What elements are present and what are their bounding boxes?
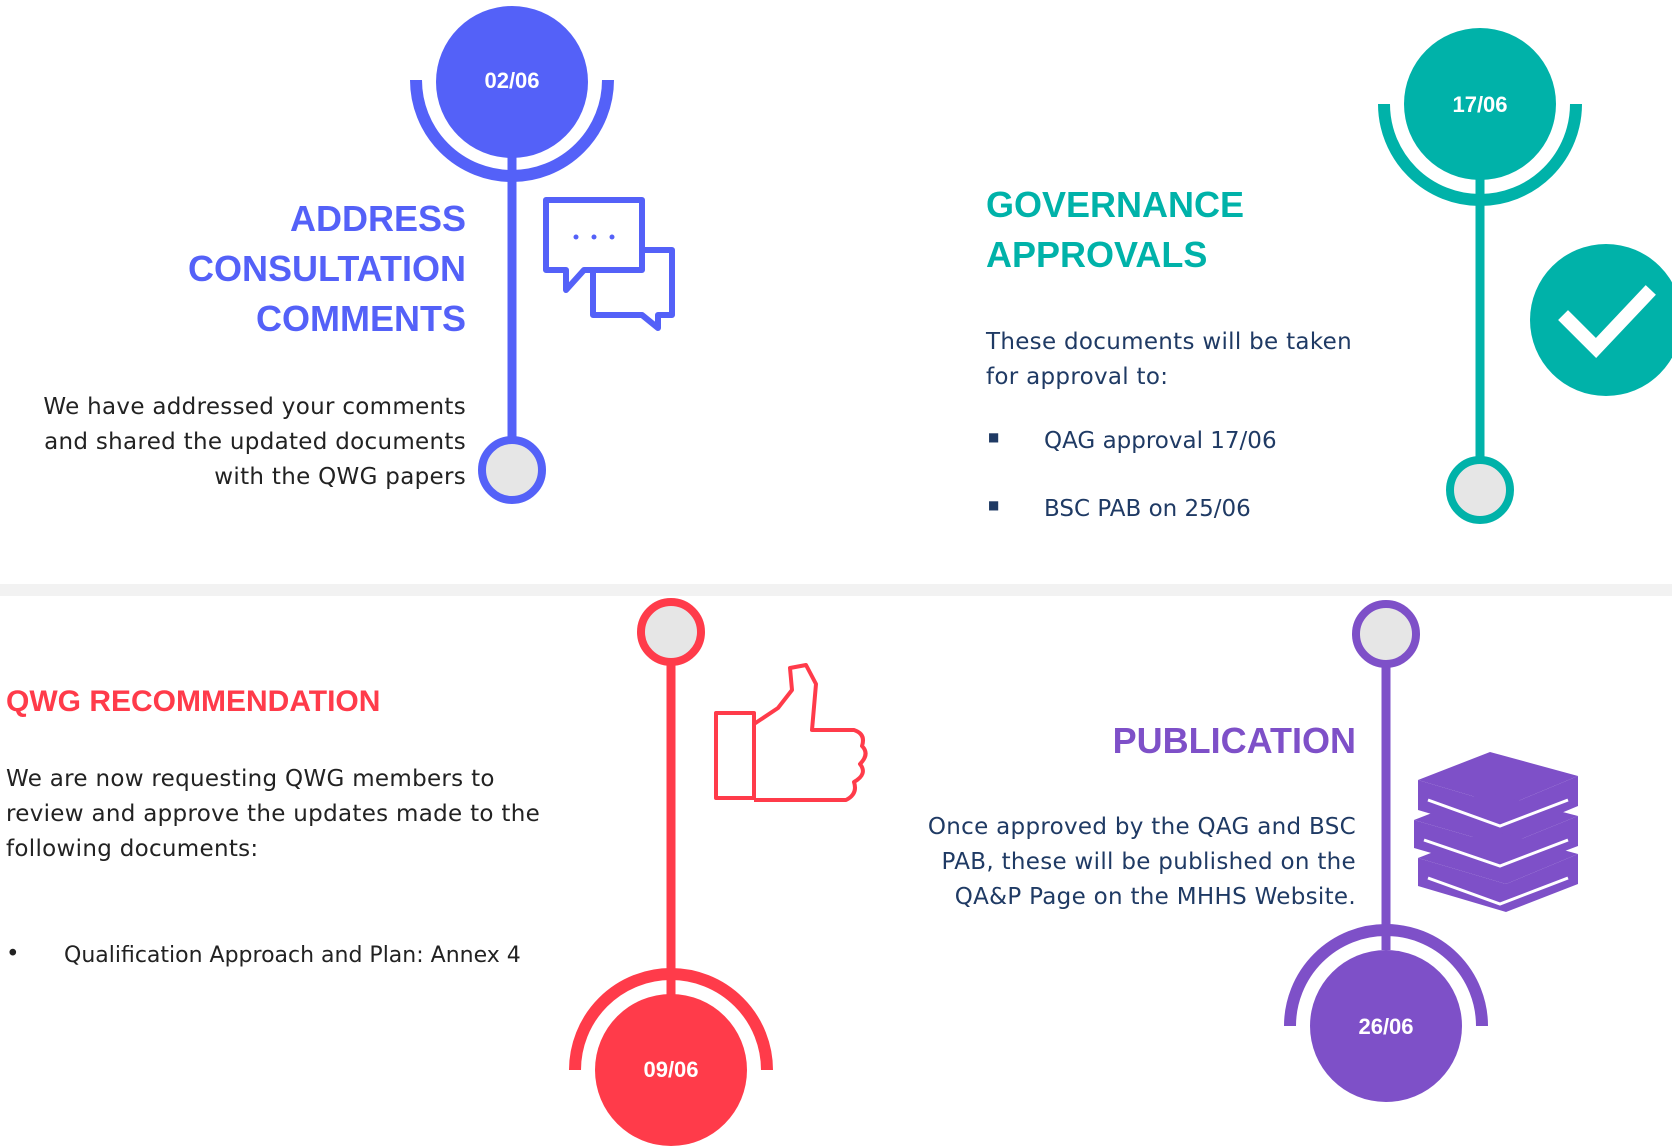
body-address-line-1: We have addressed your comments bbox=[43, 394, 466, 420]
node-circle-qwg bbox=[637, 598, 705, 666]
body-governance-line-2: for approval to: bbox=[986, 364, 1169, 390]
date-circle-address bbox=[436, 6, 588, 158]
bullet-governance-1: QAG approval 17/06 bbox=[1044, 428, 1277, 454]
body-governance-line-1: These documents will be taken bbox=[986, 329, 1352, 355]
bullet-governance-2: BSC PAB on 25/06 bbox=[1044, 496, 1251, 522]
bullet-marker-qwg-1: • bbox=[6, 941, 20, 967]
date-circle-qwg bbox=[595, 994, 747, 1146]
body-publication-line-2: PAB, these will be published on the bbox=[941, 849, 1356, 875]
title-address-line-1: ADDRESS bbox=[289, 198, 466, 239]
node-circle-governance bbox=[1446, 456, 1514, 524]
date-circle-governance bbox=[1404, 28, 1556, 180]
body-qwg-line-2: review and approve the updates made to t… bbox=[6, 801, 541, 827]
bullet-qwg-1: Qualification Approach and Plan: Annex 4 bbox=[64, 943, 521, 968]
title-address-line-2: CONSULTATION bbox=[188, 248, 466, 289]
checkmark-icon bbox=[1530, 244, 1672, 396]
title-governance-line-2: APPROVALS bbox=[986, 234, 1208, 275]
body-address-line-3: with the QWG papers bbox=[214, 464, 466, 490]
title-governance-line-1: GOVERNANCE bbox=[986, 184, 1245, 225]
timeline-stem-governance bbox=[1378, 28, 1582, 524]
bullet-marker-governance-2: ■ bbox=[988, 498, 1000, 512]
timeline-stem-qwg bbox=[569, 598, 773, 1146]
section-divider bbox=[0, 584, 1672, 596]
body-qwg-line-3: following documents: bbox=[6, 836, 259, 862]
timeline-stem-address bbox=[410, 6, 614, 504]
body-qwg-line-1: We are now requesting QWG members to bbox=[6, 766, 495, 792]
date-label-address: 02/06 bbox=[484, 68, 540, 93]
chat-bubbles-icon bbox=[543, 197, 675, 331]
title-publication: PUBLICATION bbox=[1112, 720, 1356, 761]
bullet-marker-governance-1: ■ bbox=[988, 430, 1000, 444]
date-circle-publication bbox=[1310, 950, 1462, 1102]
body-publication: Once approved by the QAG and BSC PAB, th… bbox=[860, 810, 1356, 915]
node-circle-publication bbox=[1352, 600, 1420, 668]
title-address: ADDRESS CONSULTATION COMMENTS bbox=[60, 194, 466, 344]
body-qwg: We are now requesting QWG members to rev… bbox=[6, 762, 586, 867]
body-publication-line-1: Once approved by the QAG and BSC bbox=[927, 814, 1356, 840]
body-publication-line-3: QA&P Page on the MHHS Website. bbox=[954, 884, 1356, 910]
thumbs-up-icon bbox=[714, 663, 868, 802]
body-address: We have addressed your comments and shar… bbox=[0, 390, 466, 495]
body-governance: These documents will be taken for approv… bbox=[986, 325, 1406, 395]
timeline-stem-publication bbox=[1284, 600, 1488, 1102]
books-icon bbox=[1414, 752, 1578, 912]
date-label-qwg: 09/06 bbox=[643, 1057, 699, 1082]
date-label-governance: 17/06 bbox=[1452, 92, 1508, 117]
date-label-publication: 26/06 bbox=[1358, 1014, 1414, 1039]
title-qwg: QWG RECOMMENDATION bbox=[6, 685, 381, 718]
body-address-line-2: and shared the updated documents bbox=[44, 429, 466, 455]
node-circle-address bbox=[478, 436, 546, 504]
title-governance: GOVERNANCE APPROVALS bbox=[986, 180, 1366, 280]
title-address-line-3: COMMENTS bbox=[256, 298, 466, 339]
